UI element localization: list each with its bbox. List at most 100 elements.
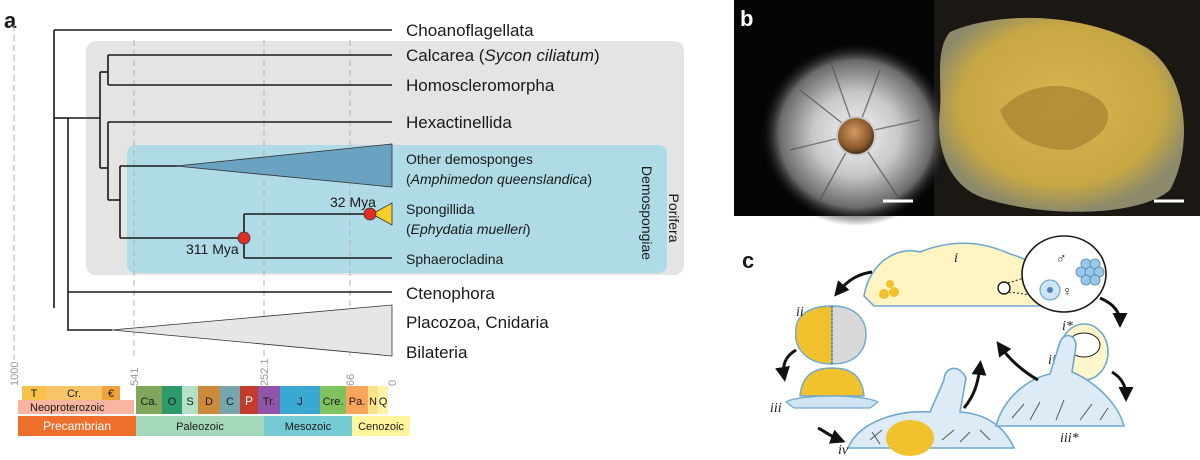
- tick-label-66: 66: [345, 374, 357, 386]
- stage-iv-gemmule: [886, 420, 934, 456]
- era-label-3: Mesozoic: [285, 421, 332, 433]
- arrow-i-to-ii: [834, 270, 873, 297]
- branch-to-outgroup: [67, 308, 112, 331]
- period-label-12: Cre.: [323, 396, 344, 408]
- taxon-choanoflagellata: Choanoflagellata: [406, 21, 534, 40]
- stage-label-i-star: i*: [1062, 319, 1073, 334]
- stage-label-i: i: [954, 251, 958, 266]
- period-15: [378, 386, 388, 414]
- era-4: [352, 416, 410, 436]
- period-8: [220, 386, 240, 414]
- panel-label-b: b: [740, 6, 753, 31]
- period-label-13: Pa.: [349, 396, 366, 408]
- taxon-ctenophora: Ctenophora: [406, 284, 495, 303]
- period-9: [240, 386, 258, 414]
- photo-sponge-center: [1000, 86, 1109, 150]
- period-label-14: N: [369, 396, 377, 408]
- stage-iii-gemmule: [799, 367, 865, 397]
- time-gridlines: [13, 25, 351, 360]
- stage-iii-star-spicules: [1011, 399, 1109, 421]
- era-3: [264, 416, 352, 436]
- outgroup-triangle: [111, 304, 393, 357]
- arrow-iii-star-to-i: [996, 341, 1039, 382]
- photo-gemmule: [836, 116, 876, 156]
- stage-label-iii: iii: [770, 401, 782, 416]
- period-label-6: S: [186, 396, 193, 408]
- stage-ii-gemmule-yellow: [794, 305, 833, 365]
- era-1: [18, 416, 136, 436]
- period-10: [258, 386, 280, 414]
- egg-nucleus: [1047, 287, 1053, 293]
- node-age-crown: 311 Mya: [186, 241, 239, 257]
- arrow-i-star-to-ii-star: [1099, 296, 1128, 328]
- taxon-spongillida: Spongillida: [406, 201, 475, 217]
- panel-label-a: a: [4, 8, 17, 33]
- demospongiae-box: [127, 145, 667, 273]
- period-label-7: D: [205, 396, 213, 408]
- other-demosponges-triangle: [175, 143, 393, 188]
- stage-i-zoom-circle: [997, 281, 1011, 295]
- stage-iv-spicules: [869, 429, 991, 445]
- spongillida-triangle: [371, 202, 393, 226]
- clade-label-porifera: Porifera: [666, 193, 682, 242]
- period-6: [182, 386, 198, 414]
- stage-ii-gemmule-interior: [831, 305, 867, 365]
- era-2: [136, 416, 264, 436]
- taxon-other-demosponges-species: (Amphimedon queenslandica): [406, 171, 592, 187]
- node-age-spongillida: 32 Mya: [330, 194, 376, 210]
- period-label-5: O: [168, 396, 177, 408]
- female-symbol: ♀: [1062, 283, 1073, 299]
- node-marker-spongillida: [363, 207, 377, 221]
- period-1: [22, 386, 46, 400]
- panel-label-c: c: [742, 248, 754, 273]
- period-label-15: Q: [379, 396, 388, 408]
- period-12: [320, 386, 346, 414]
- stage-iii-star-juvenile: [994, 334, 1126, 427]
- taxon-spongillida-species: (Ephydatia muelleri): [406, 221, 531, 237]
- clade-label-demospongiae: Demospongiae: [639, 166, 655, 260]
- period-3: [102, 386, 120, 400]
- period-5: [162, 386, 182, 414]
- period-2: [46, 386, 102, 400]
- stage-label-iii-star: iii*: [1060, 431, 1079, 446]
- tick-label-252: 252.1: [259, 358, 271, 386]
- period-label-2: Cr.: [67, 388, 81, 400]
- era-label-4: Cenozoic: [358, 421, 404, 433]
- node-marker-crown: [237, 231, 251, 245]
- tick-label-0: 0: [387, 380, 399, 386]
- stage-iii-base: [784, 395, 880, 409]
- arrow-ii-to-iii: [775, 348, 797, 382]
- stage-i-gemmules: [879, 280, 899, 299]
- period-label-4: Ca.: [140, 396, 157, 408]
- period-4: [136, 386, 162, 414]
- arrow-ii-star-to-iii-star: [1111, 370, 1134, 402]
- period-label-8: C: [226, 396, 234, 408]
- period-label-11: J: [297, 396, 303, 408]
- male-symbol: ♂: [1056, 250, 1067, 266]
- tick-label-541: 541: [129, 368, 141, 386]
- taxon-hexactinellida: Hexactinellida: [406, 113, 512, 132]
- taxon-sphaerocladina: Sphaerocladina: [406, 251, 504, 267]
- taxon-homoscleromorpha: Homoscleromorpha: [406, 76, 555, 95]
- period-label-10: Tr.: [263, 396, 275, 408]
- arrow-iii-to-iv: [817, 426, 846, 444]
- taxon-other-demosponges: Other demosponges: [406, 151, 533, 167]
- lifecycle-arrows: [775, 270, 1134, 444]
- period-label-9: P: [245, 394, 253, 408]
- taxon-calcarea: Calcarea (Sycon ciliatum): [406, 46, 600, 65]
- photo-sponge-channels: [789, 59, 921, 201]
- taxon-placozoa-cnidaria: Placozoa, Cnidaria: [406, 313, 549, 332]
- tick-label-1000: 1000: [9, 362, 21, 386]
- period-7: [198, 386, 220, 414]
- phylogenetic-tree: [53, 29, 392, 331]
- period-label-1: T: [31, 388, 38, 400]
- period-13: [346, 386, 368, 414]
- embryo-cluster: [1075, 258, 1105, 286]
- arrow-iv-to-i: [962, 360, 987, 409]
- neoproterozoic-bar: [18, 400, 134, 414]
- stage-label-iv: iv: [838, 443, 849, 458]
- era-label-2: Paleozoic: [176, 421, 224, 433]
